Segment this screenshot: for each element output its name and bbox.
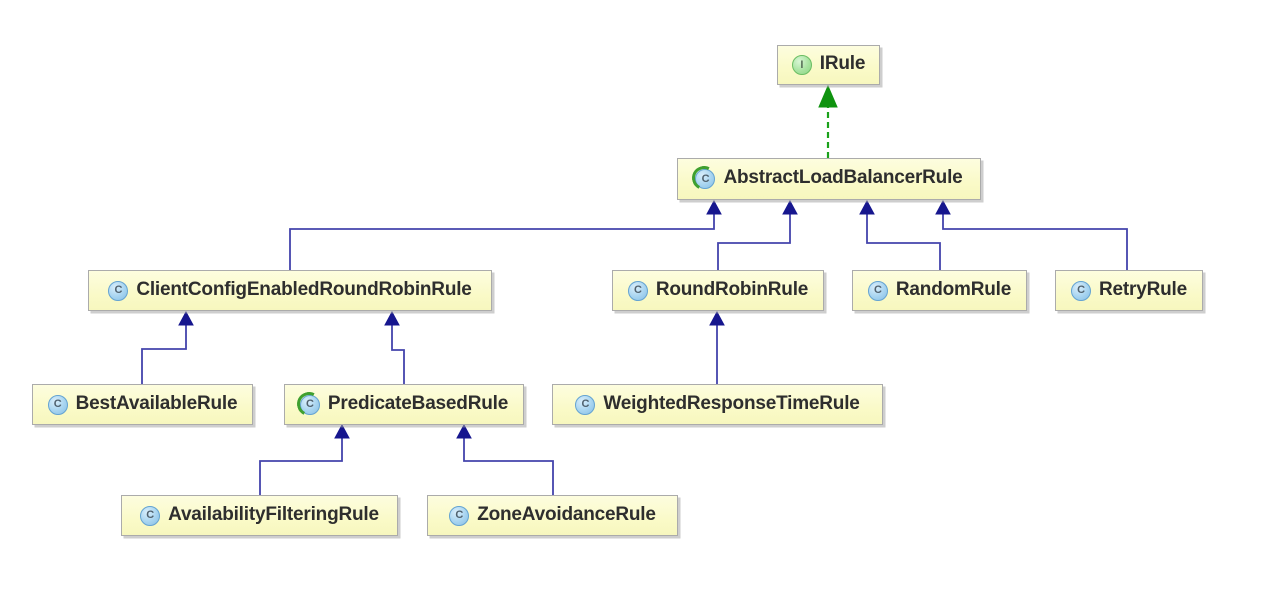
- node-label: RoundRobinRule: [655, 278, 809, 300]
- class-icon: C: [627, 280, 648, 301]
- node-label: BestAvailableRule: [75, 392, 238, 414]
- interface-icon: I: [791, 55, 812, 75]
- edge-bestavailable-extends-clientconfig: [141, 310, 194, 384]
- node-label: ClientConfigEnabledRoundRobinRule: [136, 278, 472, 300]
- node-predicatebasedrule[interactable]: C PredicateBasedRule: [284, 384, 524, 425]
- class-icon: C: [1071, 280, 1092, 301]
- edge-clientconfig-extends-abstract: [289, 199, 722, 270]
- class-icon: C: [140, 505, 161, 526]
- node-bestavailablerule[interactable]: C BestAvailableRule: [32, 384, 253, 425]
- edge-availabilityfiltering-extends-predicatebased: [259, 423, 350, 495]
- edge-predicatebased-extends-clientconfig: [384, 310, 405, 384]
- node-clientconfigenabledroundrobinrule[interactable]: C ClientConfigEnabledRoundRobinRule: [88, 270, 492, 311]
- edge-random-extends-abstract: [859, 199, 941, 270]
- node-weightedresponsetimerule[interactable]: C WeightedResponseTimeRule: [552, 384, 883, 425]
- class-icon: C: [47, 394, 68, 415]
- abstract-class-icon: C: [695, 169, 716, 189]
- node-roundrobinrule[interactable]: C RoundRobinRule: [612, 270, 824, 311]
- node-irule[interactable]: I IRule: [777, 45, 880, 85]
- class-icon: C: [867, 280, 888, 301]
- class-icon: C: [108, 280, 129, 301]
- abstract-class-icon: C: [299, 394, 320, 415]
- node-label: PredicateBasedRule: [327, 392, 509, 414]
- node-label: RandomRule: [895, 278, 1012, 300]
- node-label: WeightedResponseTimeRule: [603, 392, 860, 414]
- node-label: IRule: [819, 53, 866, 74]
- edge-weighted-extends-roundrobin: [709, 310, 725, 384]
- class-icon: C: [449, 505, 470, 526]
- node-retryrule[interactable]: C RetryRule: [1055, 270, 1203, 311]
- edge-abstractloadbalancerrule-implements-irule: [818, 84, 838, 158]
- node-label: AvailabilityFilteringRule: [168, 503, 379, 525]
- edge-roundrobin-extends-abstract: [717, 199, 798, 270]
- node-randomrule[interactable]: C RandomRule: [852, 270, 1027, 311]
- node-label: ZoneAvoidanceRule: [477, 503, 656, 525]
- node-label: RetryRule: [1099, 278, 1187, 300]
- node-availabilityfilteringrule[interactable]: C AvailabilityFilteringRule: [121, 495, 398, 536]
- node-label: AbstractLoadBalancerRule: [723, 167, 963, 188]
- node-zoneavoidancerule[interactable]: C ZoneAvoidanceRule: [427, 495, 678, 536]
- edge-retry-extends-abstract: [935, 199, 1128, 270]
- class-icon: C: [575, 394, 596, 415]
- edge-zoneavoidance-extends-predicatebased: [456, 423, 554, 495]
- node-abstractloadbalancerrule[interactable]: C AbstractLoadBalancerRule: [677, 158, 981, 200]
